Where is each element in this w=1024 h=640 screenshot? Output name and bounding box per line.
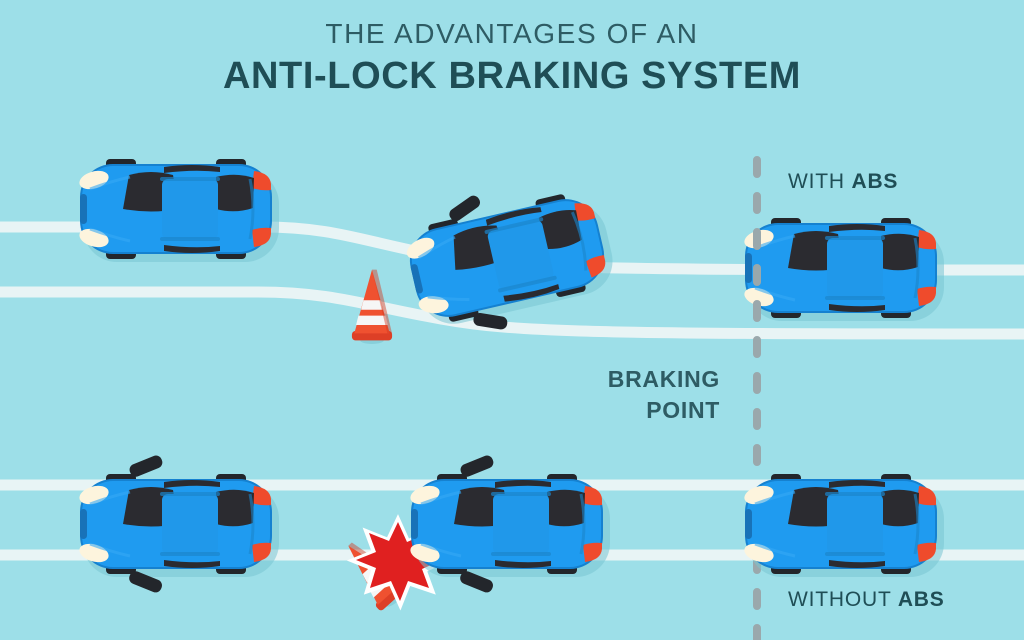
label-with-abs-emphasis: ABS (851, 170, 899, 193)
label-without-abs-emphasis: ABS (897, 588, 945, 611)
bottom-car-3 (740, 472, 946, 579)
bottom-car-2 (408, 454, 610, 595)
bottom-lane-group (0, 454, 1024, 615)
label-with-abs-prefix: WITH (788, 170, 845, 193)
top-car-1 (75, 157, 281, 264)
top-car-3 (740, 216, 946, 323)
subtitle: THE ADVANTAGES OF AN (325, 18, 699, 49)
label-without-abs-prefix: WITHOUT (788, 588, 892, 611)
top-lane-group (0, 157, 1024, 349)
label-braking-point-line1: BRAKING (607, 366, 720, 392)
title-block: THE ADVANTAGES OF AN ANTI-LOCK BRAKING S… (0, 18, 1024, 102)
bottom-car-1 (77, 454, 279, 595)
label-braking-point-line2: POINT (646, 396, 720, 423)
label-with-abs: WITH ABS (788, 170, 898, 194)
page-title: ANTI-LOCK BRAKING SYSTEM (222, 55, 802, 98)
top-lane-line-lower (0, 286, 1024, 340)
label-braking-point: BRAKING POINT (520, 364, 720, 426)
label-without-abs: WITHOUT ABS (788, 588, 945, 612)
